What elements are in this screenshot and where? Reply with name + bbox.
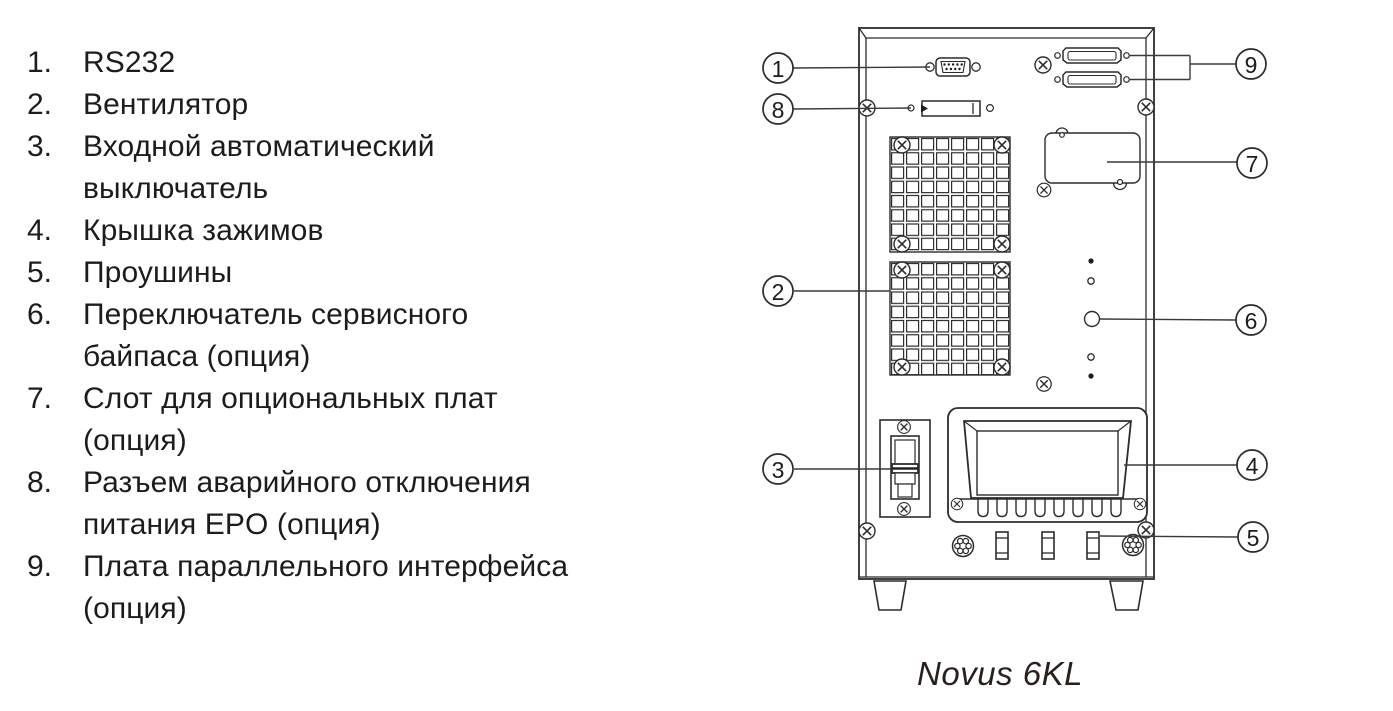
- legend-item-text: Входной автоматический выключатель: [83, 130, 435, 205]
- callout-label-5: 5: [1247, 525, 1260, 551]
- figure-caption: Novus 6KL: [917, 655, 1083, 692]
- terminal-cover: [947, 407, 1148, 523]
- callout-label-4: 4: [1246, 453, 1259, 479]
- callout-8: 8: [762, 93, 912, 125]
- legend-item-text: Переключатель сервисного байпаса (опция): [83, 298, 469, 373]
- legend-item-5: 5. Проушины: [27, 252, 527, 294]
- legend-item-1: 1. RS232: [27, 42, 527, 84]
- callout-3: 3: [762, 453, 892, 485]
- callout-7: 7: [1107, 147, 1268, 179]
- legend-item-text: Слот для опциональных плат (опция): [83, 382, 498, 457]
- callout-4: 4: [1124, 449, 1268, 481]
- callout-label-1: 1: [772, 56, 785, 82]
- callout-label-9: 9: [1245, 52, 1258, 78]
- legend-item-number: 6.: [27, 298, 53, 331]
- legend-item-9: 9. Плата параллельного интерфейса (опция…: [27, 546, 568, 630]
- legend-item-8: 8. Разъем аварийного отключения питания …: [27, 462, 531, 546]
- callout-label-8: 8: [772, 97, 785, 123]
- legend-item-text: Крышка зажимов: [83, 214, 324, 247]
- fan-grille-bottom: [889, 261, 1011, 376]
- legend-item-number: 2.: [27, 88, 53, 121]
- legend-item-3: 3. Входной автоматический выключатель: [27, 126, 527, 210]
- legend-item-text: Разъем аварийного отключения питания EPO…: [83, 466, 531, 541]
- callouts: 1 8 2 3 9: [762, 48, 1269, 553]
- legend-item-text: Плата параллельного интерфейса (опция): [83, 550, 569, 625]
- feet: [873, 580, 1144, 611]
- service-bypass-switch: [1036, 258, 1101, 392]
- epo-connector: [907, 100, 994, 117]
- legend-item-number: 7.: [27, 382, 53, 415]
- input-breaker: [879, 419, 931, 518]
- callout-label-6: 6: [1245, 308, 1258, 334]
- legend-item-number: 3.: [27, 130, 53, 163]
- legend-item-number: 1.: [27, 46, 53, 79]
- callout-label-3: 3: [772, 457, 785, 483]
- legend-item-text: Проушины: [83, 256, 233, 289]
- rs232-port: [925, 57, 981, 77]
- legend-list: 1. RS232 2. Вентилятор 3. Входной автома…: [27, 42, 568, 630]
- legend-item-6: 6. Переключатель сервисного байпаса (опц…: [27, 294, 527, 378]
- legend-item-7: 7. Слот для опциональных плат (опция): [27, 378, 527, 462]
- db9-pins: [943, 63, 963, 71]
- legend-item-number: 5.: [27, 256, 53, 289]
- parallel-interface-ports: [1034, 47, 1131, 88]
- legend-item-2: 2. Вентилятор: [27, 84, 527, 126]
- callout-5: 5: [1099, 521, 1269, 553]
- legend-item-4: 4. Крышка зажимов: [27, 210, 527, 252]
- legend-item-text: RS232: [83, 46, 176, 79]
- legend-item-text: Вентилятор: [83, 88, 249, 121]
- fan-grille-top: [889, 136, 1011, 253]
- callout-9: 9: [1129, 48, 1267, 81]
- legend-item-number: 8.: [27, 466, 53, 499]
- callout-2: 2: [762, 275, 890, 307]
- legend-item-number: 4.: [27, 214, 53, 247]
- callout-label-2: 2: [772, 279, 785, 305]
- cable-comb: [977, 499, 1122, 518]
- callout-1: 1: [762, 52, 931, 84]
- legend-item-number: 9.: [27, 550, 53, 583]
- option-slot-cover: [1036, 127, 1141, 198]
- callout-label-7: 7: [1246, 151, 1259, 177]
- callout-6: 6: [1099, 304, 1267, 336]
